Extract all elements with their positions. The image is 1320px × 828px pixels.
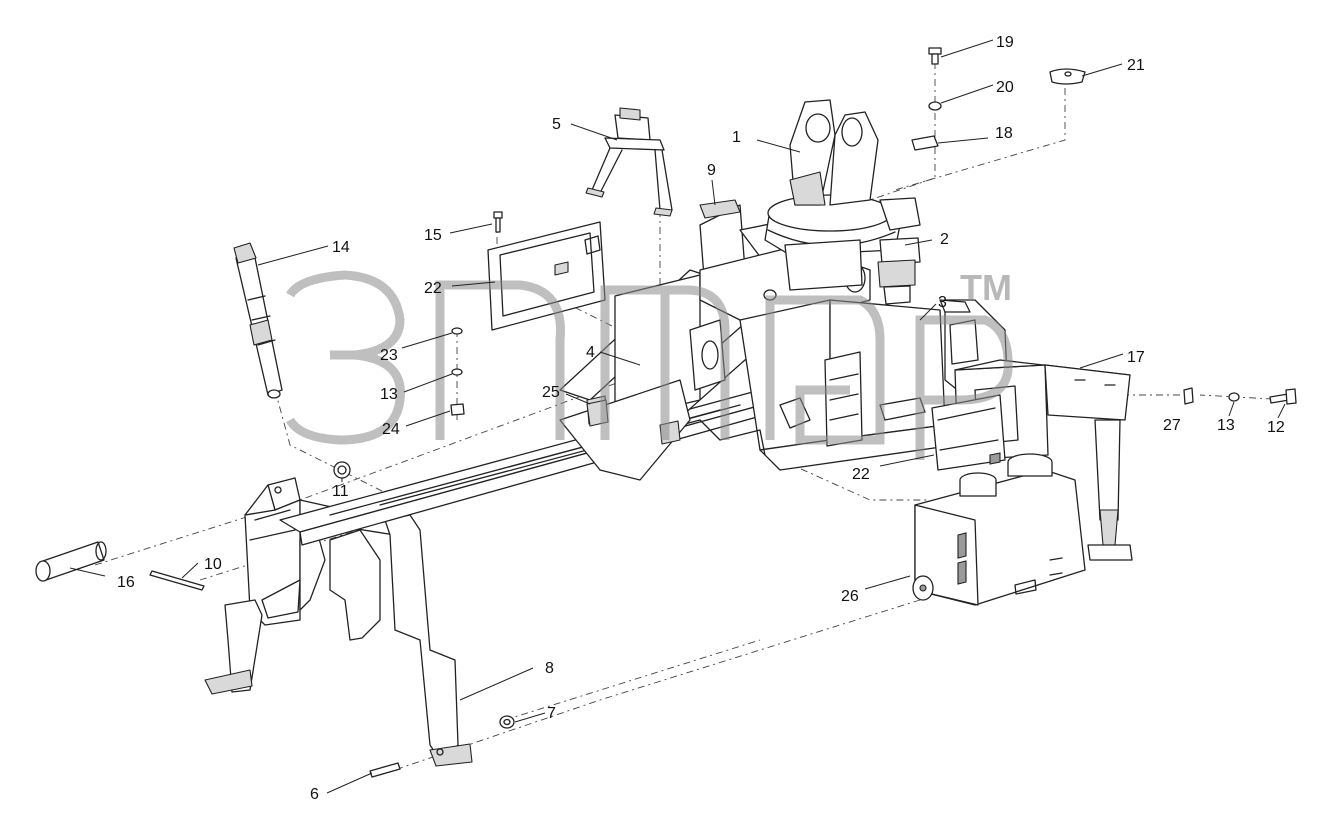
part-22-cover-left xyxy=(487,221,606,331)
callout-18: 18 xyxy=(995,125,1013,142)
callout-23: 23 xyxy=(380,347,398,364)
callout-2: 2 xyxy=(940,231,949,248)
part-13-washer-left xyxy=(451,368,463,376)
part-7-washer xyxy=(499,715,515,729)
part-26-tank xyxy=(912,453,1086,606)
callout-12: 12 xyxy=(1267,419,1285,436)
callout-7: 7 xyxy=(547,705,556,722)
callout-22-right: 22 xyxy=(852,466,870,483)
part-10-rod xyxy=(149,570,205,591)
callout-9: 9 xyxy=(707,162,716,179)
callout-10: 10 xyxy=(204,556,222,573)
callout-21: 21 xyxy=(1127,57,1145,74)
callout-15: 15 xyxy=(424,227,442,244)
callout-1: 1 xyxy=(732,129,741,146)
callout-11: 11 xyxy=(332,483,349,500)
callout-16: 16 xyxy=(117,574,135,591)
callout-22-left: 22 xyxy=(424,280,442,297)
callout-5: 5 xyxy=(552,116,561,133)
part-5-stand xyxy=(585,107,673,217)
callout-14: 14 xyxy=(332,239,350,256)
part-23-spacer xyxy=(451,327,463,335)
part-27-shim xyxy=(1183,387,1194,405)
callout-13-left: 13 xyxy=(380,386,398,403)
callout-26: 26 xyxy=(841,588,859,605)
callout-19: 19 xyxy=(996,34,1014,51)
leader-lines xyxy=(69,39,1286,794)
part-21-cap xyxy=(1049,68,1086,85)
part-1-rotator xyxy=(764,99,921,291)
watermark-trademark: TM xyxy=(960,267,1012,308)
callout-4: 4 xyxy=(586,344,595,361)
part-20-washer xyxy=(928,101,942,111)
callout-27: 27 xyxy=(1163,417,1181,434)
part-19-bolt xyxy=(928,47,942,65)
callout-25: 25 xyxy=(542,384,560,401)
part-14-cylinder xyxy=(233,242,283,399)
part-16-pin xyxy=(35,541,107,582)
part-13-washer-right xyxy=(1228,392,1240,402)
part-18-block xyxy=(911,135,939,151)
part-2-motor xyxy=(877,237,921,305)
part-11-ring xyxy=(333,461,351,479)
part-22-cover-right xyxy=(931,394,1006,471)
part-6-bolt xyxy=(369,762,401,778)
part-12-bolt xyxy=(1269,388,1297,405)
watermark-logo: TM xyxy=(286,267,1013,460)
callout-20: 20 xyxy=(996,79,1014,96)
callout-13-right: 13 xyxy=(1217,417,1235,434)
part-15-bolt xyxy=(493,211,503,233)
callout-17: 17 xyxy=(1127,349,1145,366)
callout-8: 8 xyxy=(545,660,554,677)
callout-6: 6 xyxy=(310,786,319,803)
callout-24: 24 xyxy=(382,421,400,438)
part-24-nut xyxy=(450,403,465,416)
callout-numbers: 1 2 3 4 5 6 7 8 9 10 11 12 13 13 14 15 1… xyxy=(117,34,1285,803)
callout-3: 3 xyxy=(938,294,947,311)
